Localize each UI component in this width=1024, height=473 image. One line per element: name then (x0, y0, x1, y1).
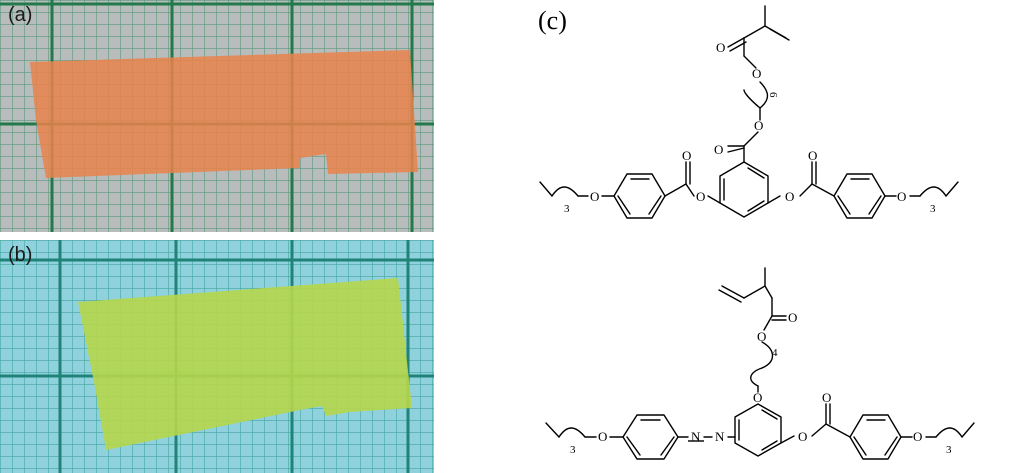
subscript-bottom-right-chain: 3 (946, 444, 952, 456)
panel-label-b: (b) (8, 244, 33, 266)
atom-n-azo-1: N (715, 429, 725, 444)
photo-panel-a: (a) (0, 0, 434, 232)
atom-o-top-right-ether: O (897, 189, 906, 204)
atom-o-top-left-carbonyl: O (682, 148, 691, 163)
grid-paper-photo-a (0, 0, 434, 232)
atom-o-bottom-right-carbonyl: O (822, 390, 831, 405)
atom-o-top-carbonyl2: O (714, 142, 723, 157)
atom-o-bottom-ether-core: O (753, 390, 762, 405)
panel-label-c: (c) (538, 6, 567, 35)
subscript-top-spacer: 6 (767, 92, 779, 98)
subscript-bottom-spacer: 4 (772, 347, 778, 359)
bottom-molecule (545, 267, 975, 460)
subscript-top-right-chain: 3 (930, 203, 936, 215)
atom-o-top-ester2: O (754, 118, 763, 133)
atom-o-bottom-carbonyl: O (788, 310, 797, 325)
grid-paper-photo-b (0, 240, 434, 473)
atom-o-top-right-carbonyl: O (808, 148, 817, 163)
atom-o-bottom-left-ether: O (598, 429, 607, 444)
atom-o-top-ester1: O (752, 66, 761, 81)
atom-o-top-carbonyl: O (716, 40, 725, 55)
atom-n-azo-2: N (691, 429, 701, 444)
atom-o-bottom-ester: O (757, 329, 766, 344)
green-film (78, 278, 412, 450)
atom-o-bottom-right-ether: O (913, 429, 922, 444)
orange-film (30, 50, 418, 178)
photo-panel-b: (b) (0, 240, 434, 473)
atom-o-top-left-ether: O (590, 189, 599, 204)
subscript-top-left-chain: 3 (564, 203, 570, 215)
atom-o-bottom-right-ester: O (798, 429, 807, 444)
subscript-bottom-left-chain: 3 (570, 444, 576, 456)
atom-o-top-right-ester: O (785, 189, 794, 204)
panel-label-a: (a) (8, 4, 33, 26)
top-molecule (539, 5, 959, 219)
atom-o-top-left-ester: O (696, 189, 705, 204)
